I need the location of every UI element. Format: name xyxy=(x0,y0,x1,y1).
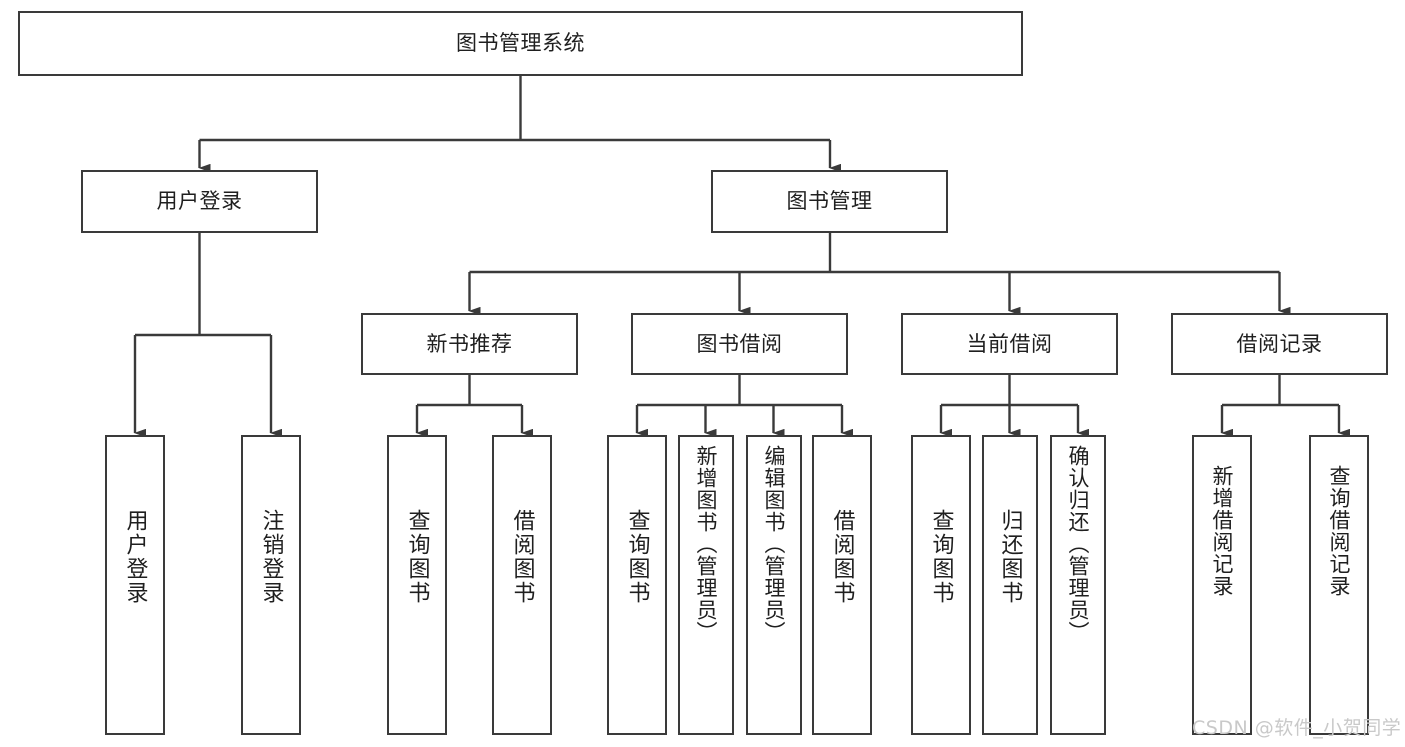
node-leaf-query-book-1-label: 查询图书 xyxy=(404,509,430,605)
node-borrow-record-label: 借阅记录 xyxy=(1236,331,1323,356)
node-user-login-label: 用户登录 xyxy=(156,189,243,214)
node-leaf-query-book-2-label: 查询图书 xyxy=(624,509,650,605)
node-root[interactable]: 图书管理系统 xyxy=(18,11,1023,76)
csdn-watermark: CSDN @软件_小贺同学 xyxy=(1192,717,1402,739)
node-new-book-rec-label: 新书推荐 xyxy=(426,331,513,356)
node-leaf-add-book-label: 新增图书（管理员） xyxy=(694,445,719,643)
node-book-borrow[interactable]: 图书借阅 xyxy=(631,313,848,375)
node-current-borrow-label: 当前借阅 xyxy=(966,331,1053,356)
node-book-manage-label: 图书管理 xyxy=(786,189,873,214)
node-user-login[interactable]: 用户登录 xyxy=(81,170,318,233)
node-leaf-borrow-book-1-label: 借阅图书 xyxy=(509,509,535,605)
node-borrow-record[interactable]: 借阅记录 xyxy=(1171,313,1388,375)
node-leaf-query-borrow-record[interactable]: 查询借阅记录 xyxy=(1309,435,1369,735)
node-book-borrow-label: 图书借阅 xyxy=(696,331,783,356)
node-leaf-query-book-2[interactable]: 查询图书 xyxy=(607,435,667,735)
node-leaf-add-borrow-record-label: 新增借阅记录 xyxy=(1210,465,1235,597)
node-leaf-add-book[interactable]: 新增图书（管理员） xyxy=(678,435,734,735)
node-leaf-logout[interactable]: 注销登录 xyxy=(241,435,301,735)
node-leaf-query-book-1[interactable]: 查询图书 xyxy=(387,435,447,735)
node-leaf-return-book[interactable]: 归还图书 xyxy=(982,435,1038,735)
node-leaf-user-login[interactable]: 用户登录 xyxy=(105,435,165,735)
node-leaf-logout-label: 注销登录 xyxy=(258,509,284,605)
node-leaf-borrow-book-2[interactable]: 借阅图书 xyxy=(812,435,872,735)
node-leaf-query-book-3-label: 查询图书 xyxy=(928,509,954,605)
node-book-manage[interactable]: 图书管理 xyxy=(711,170,948,233)
node-leaf-borrow-book-2-label: 借阅图书 xyxy=(829,509,855,605)
node-leaf-user-login-label: 用户登录 xyxy=(122,509,148,605)
node-leaf-return-book-label: 归还图书 xyxy=(997,509,1023,605)
node-root-label: 图书管理系统 xyxy=(456,31,585,56)
node-leaf-borrow-book-1[interactable]: 借阅图书 xyxy=(492,435,552,735)
node-leaf-query-book-3[interactable]: 查询图书 xyxy=(911,435,971,735)
node-leaf-confirm-return-label: 确认归还（管理员） xyxy=(1066,445,1091,643)
node-current-borrow[interactable]: 当前借阅 xyxy=(901,313,1118,375)
node-new-book-rec[interactable]: 新书推荐 xyxy=(361,313,578,375)
node-leaf-query-borrow-record-label: 查询借阅记录 xyxy=(1327,465,1352,597)
node-leaf-edit-book[interactable]: 编辑图书（管理员） xyxy=(746,435,802,735)
node-leaf-add-borrow-record[interactable]: 新增借阅记录 xyxy=(1192,435,1252,735)
node-leaf-confirm-return[interactable]: 确认归还（管理员） xyxy=(1050,435,1106,735)
node-leaf-edit-book-label: 编辑图书（管理员） xyxy=(762,445,787,643)
